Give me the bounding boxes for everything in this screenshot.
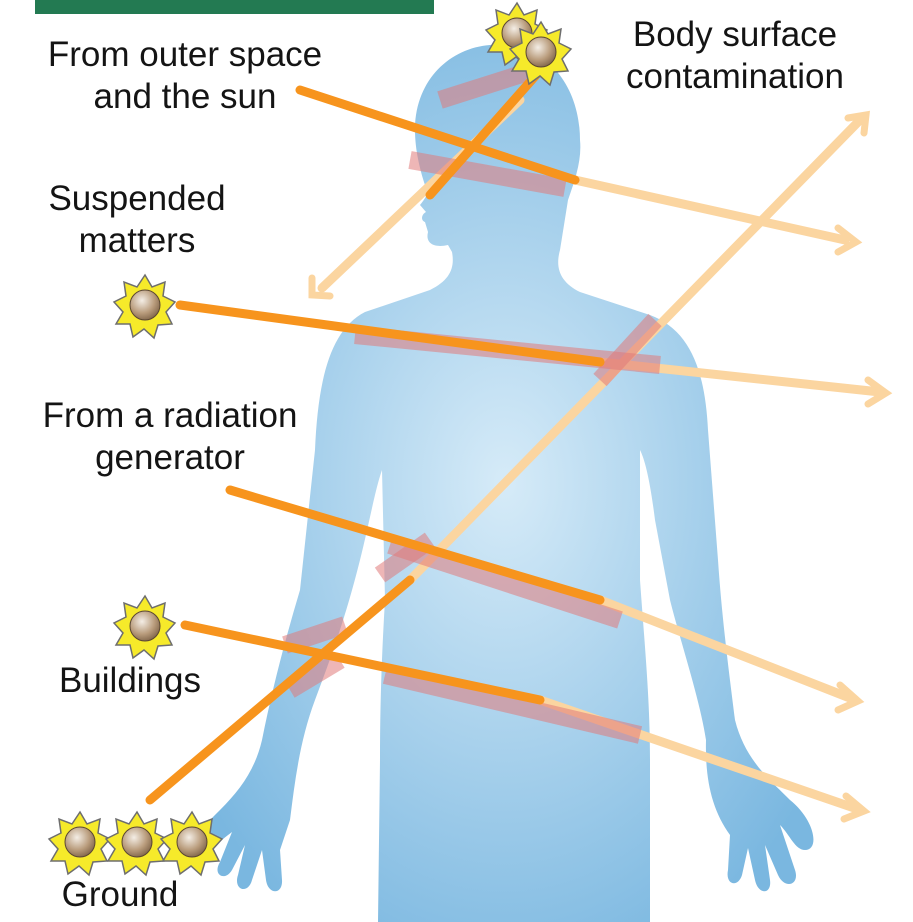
label-outer-space-and-sun: From outer space and the sun xyxy=(0,34,370,118)
label-line: Suspended xyxy=(12,178,262,220)
label-line: Body surface xyxy=(600,14,870,56)
label-radiation-generator: From a radiation generator xyxy=(0,395,340,479)
label-line: From a radiation xyxy=(0,395,340,437)
label-line: From outer space xyxy=(0,34,370,76)
label-body-surface-contamination: Body surface contamination xyxy=(600,14,870,98)
label-line: contamination xyxy=(600,56,870,98)
radioactive-source-icon xyxy=(106,812,167,875)
label-line: Buildings xyxy=(30,660,230,702)
label-line: matters xyxy=(12,220,262,262)
radioactive-source-icon xyxy=(114,596,175,659)
label-line: Ground xyxy=(40,874,200,916)
radioactive-source-icon xyxy=(114,275,175,338)
label-line: generator xyxy=(0,437,340,479)
label-line: and the sun xyxy=(0,76,370,118)
radioactive-source-icon xyxy=(49,812,110,875)
label-suspended-matters: Suspended matters xyxy=(12,178,262,262)
label-ground: Ground xyxy=(40,874,200,916)
label-buildings: Buildings xyxy=(30,660,230,702)
